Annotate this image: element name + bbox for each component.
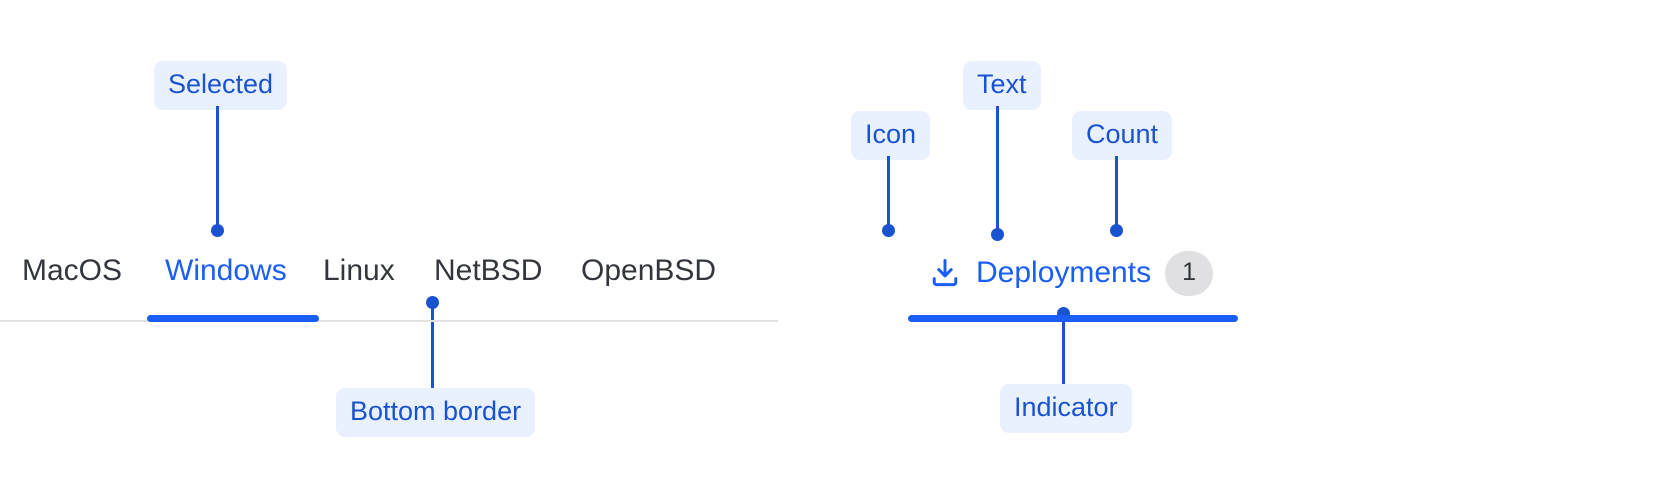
- annotation-dot-text: [991, 228, 1004, 241]
- tab-deployments-count-badge: 1: [1165, 250, 1214, 296]
- tab-bar-bottom-border: [0, 320, 778, 322]
- tab-deployments[interactable]: Deployments 1: [908, 248, 1238, 322]
- annotation-leader-line-text: [996, 106, 999, 234]
- annotation-leader-line-selected: [216, 106, 219, 230]
- annotation-dot-count: [1110, 224, 1123, 237]
- annotation-leader-line-bottom-border: [431, 302, 434, 388]
- annotation-dot-selected: [211, 224, 224, 237]
- annotation-chip-icon: Icon: [851, 111, 931, 160]
- annotation-leader-line-icon: [887, 156, 890, 232]
- annotation-chip-selected: Selected: [154, 61, 288, 110]
- tab-openbsd[interactable]: OpenBSD: [581, 254, 717, 287]
- tab-windows[interactable]: Windows: [165, 254, 287, 287]
- annotation-chip-count: Count: [1072, 111, 1173, 160]
- tab-deployments-indicator: [908, 315, 1238, 322]
- operating-system-tab-bar: MacOS Windows Linux NetBSD OpenBSD: [0, 248, 778, 322]
- tab-selected-indicator: [147, 315, 319, 322]
- tab-deployments-label: Deployments: [976, 256, 1152, 289]
- tab-deployments-content: Deployments 1: [928, 250, 1214, 296]
- annotation-chip-indicator: Indicator: [1000, 384, 1132, 433]
- annotation-chip-text: Text: [963, 61, 1041, 110]
- download-tray-icon: [932, 259, 958, 287]
- annotation-leader-line-indicator: [1062, 313, 1065, 385]
- annotation-leader-line-count: [1115, 156, 1118, 232]
- tab-netbsd[interactable]: NetBSD: [434, 254, 543, 287]
- tab-macos[interactable]: MacOS: [22, 254, 123, 287]
- annotation-chip-bottom-border: Bottom border: [336, 388, 536, 437]
- tab-linux[interactable]: Linux: [323, 254, 395, 287]
- annotation-dot-icon: [882, 224, 895, 237]
